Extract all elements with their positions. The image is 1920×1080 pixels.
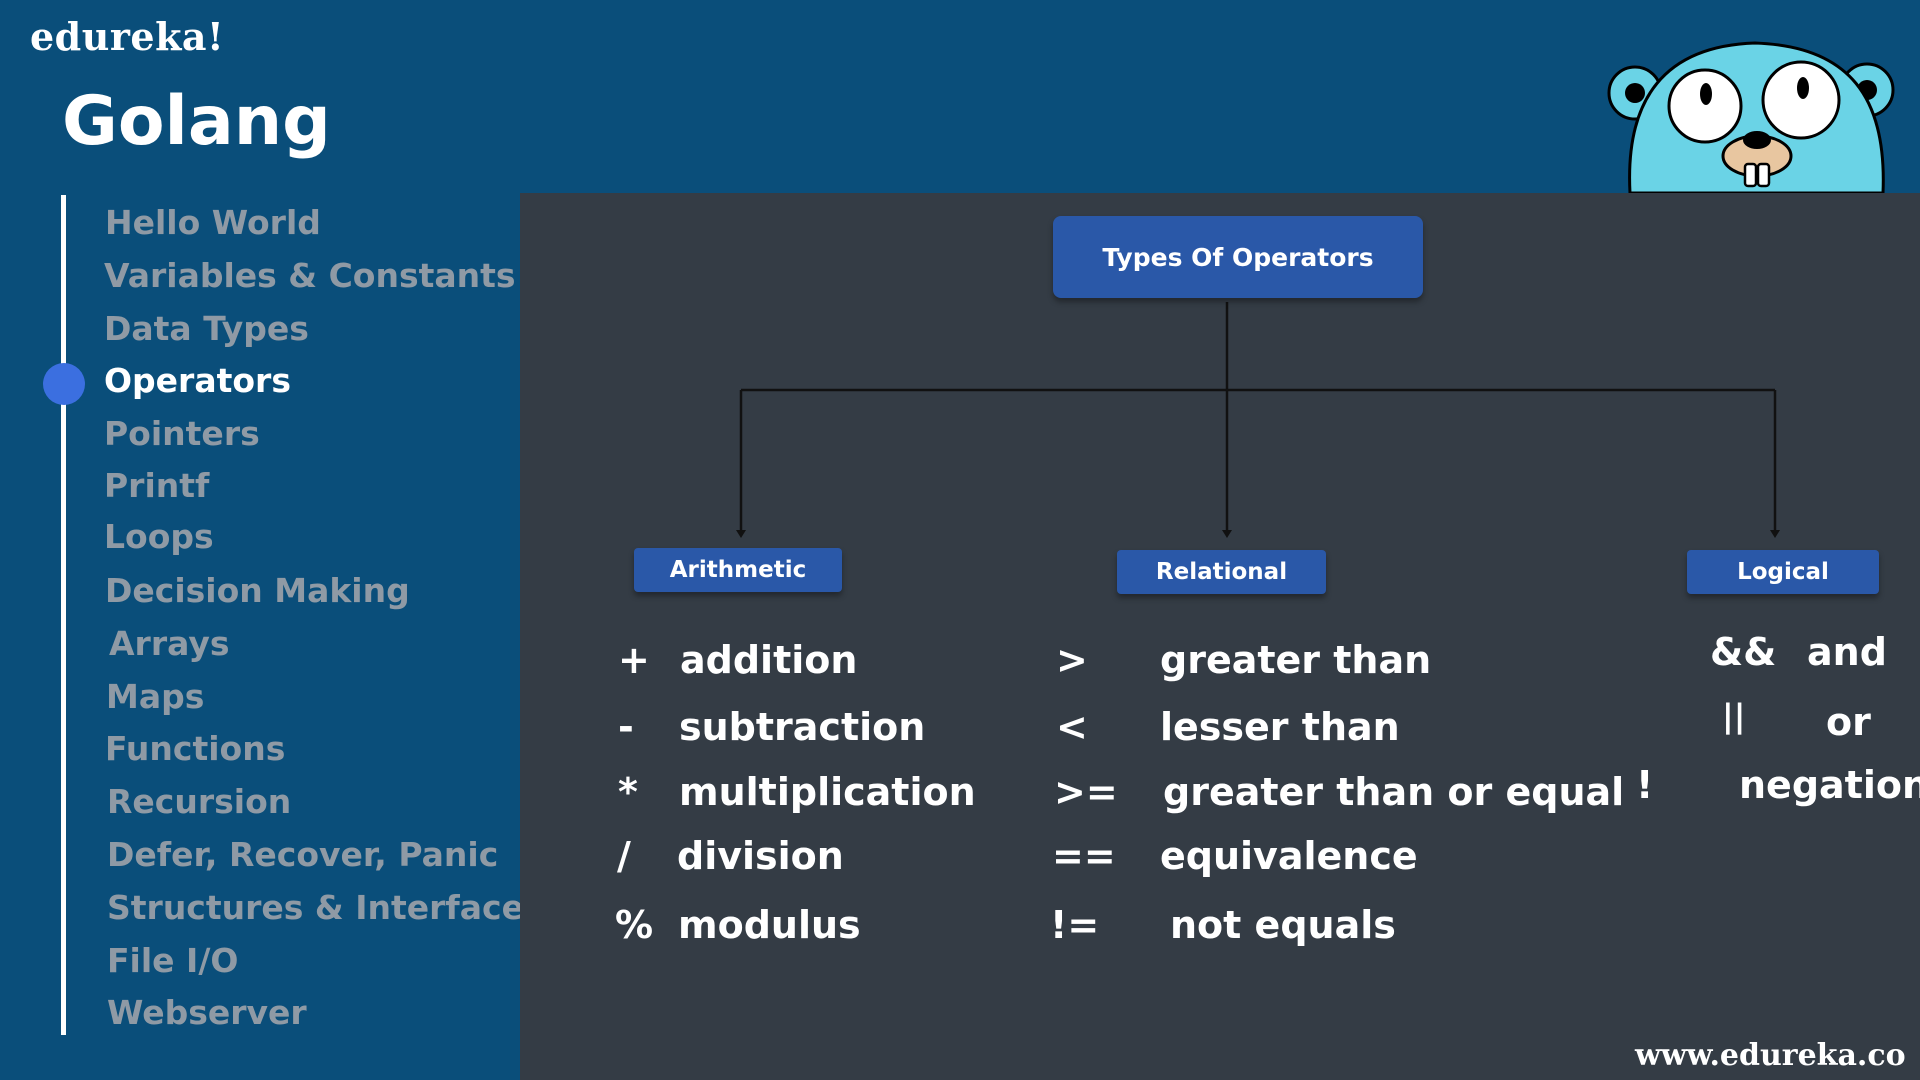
sidebar-item-recursion[interactable]: Recursion xyxy=(107,782,292,821)
sidebar-item-decision-making[interactable]: Decision Making xyxy=(105,571,410,610)
root-node-types-of-operators: Types Of Operators xyxy=(1053,216,1423,298)
logical-symbol: || xyxy=(1722,697,1746,735)
sidebar-item-loops[interactable]: Loops xyxy=(104,517,214,556)
arithmetic-label: addition xyxy=(680,638,858,682)
arithmetic-symbol: - xyxy=(618,705,634,749)
sidebar-item-maps[interactable]: Maps xyxy=(106,677,205,716)
logical-label: or xyxy=(1826,700,1871,744)
relational-label: equivalence xyxy=(1160,834,1418,878)
brand-logo: edureka! xyxy=(30,14,225,59)
logical-label: negation xyxy=(1739,763,1920,807)
sidebar-item-operators[interactable]: Operators xyxy=(104,361,291,400)
relational-symbol: == xyxy=(1052,834,1116,878)
category-logical: Logical xyxy=(1687,550,1879,594)
sidebar-item-printf[interactable]: Printf xyxy=(104,466,210,505)
sidebar-item-functions[interactable]: Functions xyxy=(105,729,286,768)
relational-label: greater than xyxy=(1160,638,1432,682)
sidebar-item-webserver[interactable]: Webserver xyxy=(107,993,307,1032)
active-item-indicator xyxy=(43,363,85,405)
sidebar-item-file-io[interactable]: File I/O xyxy=(107,941,239,980)
content-panel xyxy=(520,193,1920,1080)
arithmetic-symbol: * xyxy=(618,770,638,814)
arithmetic-label: modulus xyxy=(678,903,861,947)
sidebar-item-hello-world[interactable]: Hello World xyxy=(105,203,321,242)
logical-label: and xyxy=(1807,630,1887,674)
arithmetic-label: multiplication xyxy=(679,770,976,814)
sidebar-item-structures-interfaces[interactable]: Structures & Interfaces xyxy=(107,888,544,927)
arithmetic-symbol: % xyxy=(615,903,654,947)
relational-symbol: != xyxy=(1050,903,1100,947)
arithmetic-label: subtraction xyxy=(679,705,926,749)
relational-label: not equals xyxy=(1170,903,1396,947)
sidebar-item-variables-constants[interactable]: Variables & Constants xyxy=(104,256,516,295)
logical-symbol: ! xyxy=(1636,763,1654,807)
sidebar-item-arrays[interactable]: Arrays xyxy=(109,624,230,663)
category-relational: Relational xyxy=(1117,550,1326,594)
gopher-mascot-icon xyxy=(1607,41,1895,193)
relational-symbol: > xyxy=(1056,638,1088,682)
sidebar-item-data-types[interactable]: Data Types xyxy=(104,309,309,348)
arithmetic-symbol: + xyxy=(618,638,650,682)
sidebar-item-pointers[interactable]: Pointers xyxy=(104,414,260,453)
relational-label: lesser than xyxy=(1160,705,1400,749)
sidebar-item-defer-recover-panic[interactable]: Defer, Recover, Panic xyxy=(107,835,499,874)
category-arithmetic: Arithmetic xyxy=(634,548,842,592)
sidebar-timeline xyxy=(61,195,66,1035)
logical-symbol: && xyxy=(1710,630,1777,674)
relational-symbol: >= xyxy=(1054,770,1118,814)
relational-label: greater than or equal xyxy=(1163,770,1625,814)
arithmetic-symbol: / xyxy=(617,834,631,878)
page-title: Golang xyxy=(62,82,331,161)
website-link[interactable]: www.edureka.co xyxy=(1635,1038,1906,1073)
relational-symbol: < xyxy=(1056,705,1088,749)
arithmetic-label: division xyxy=(677,834,844,878)
